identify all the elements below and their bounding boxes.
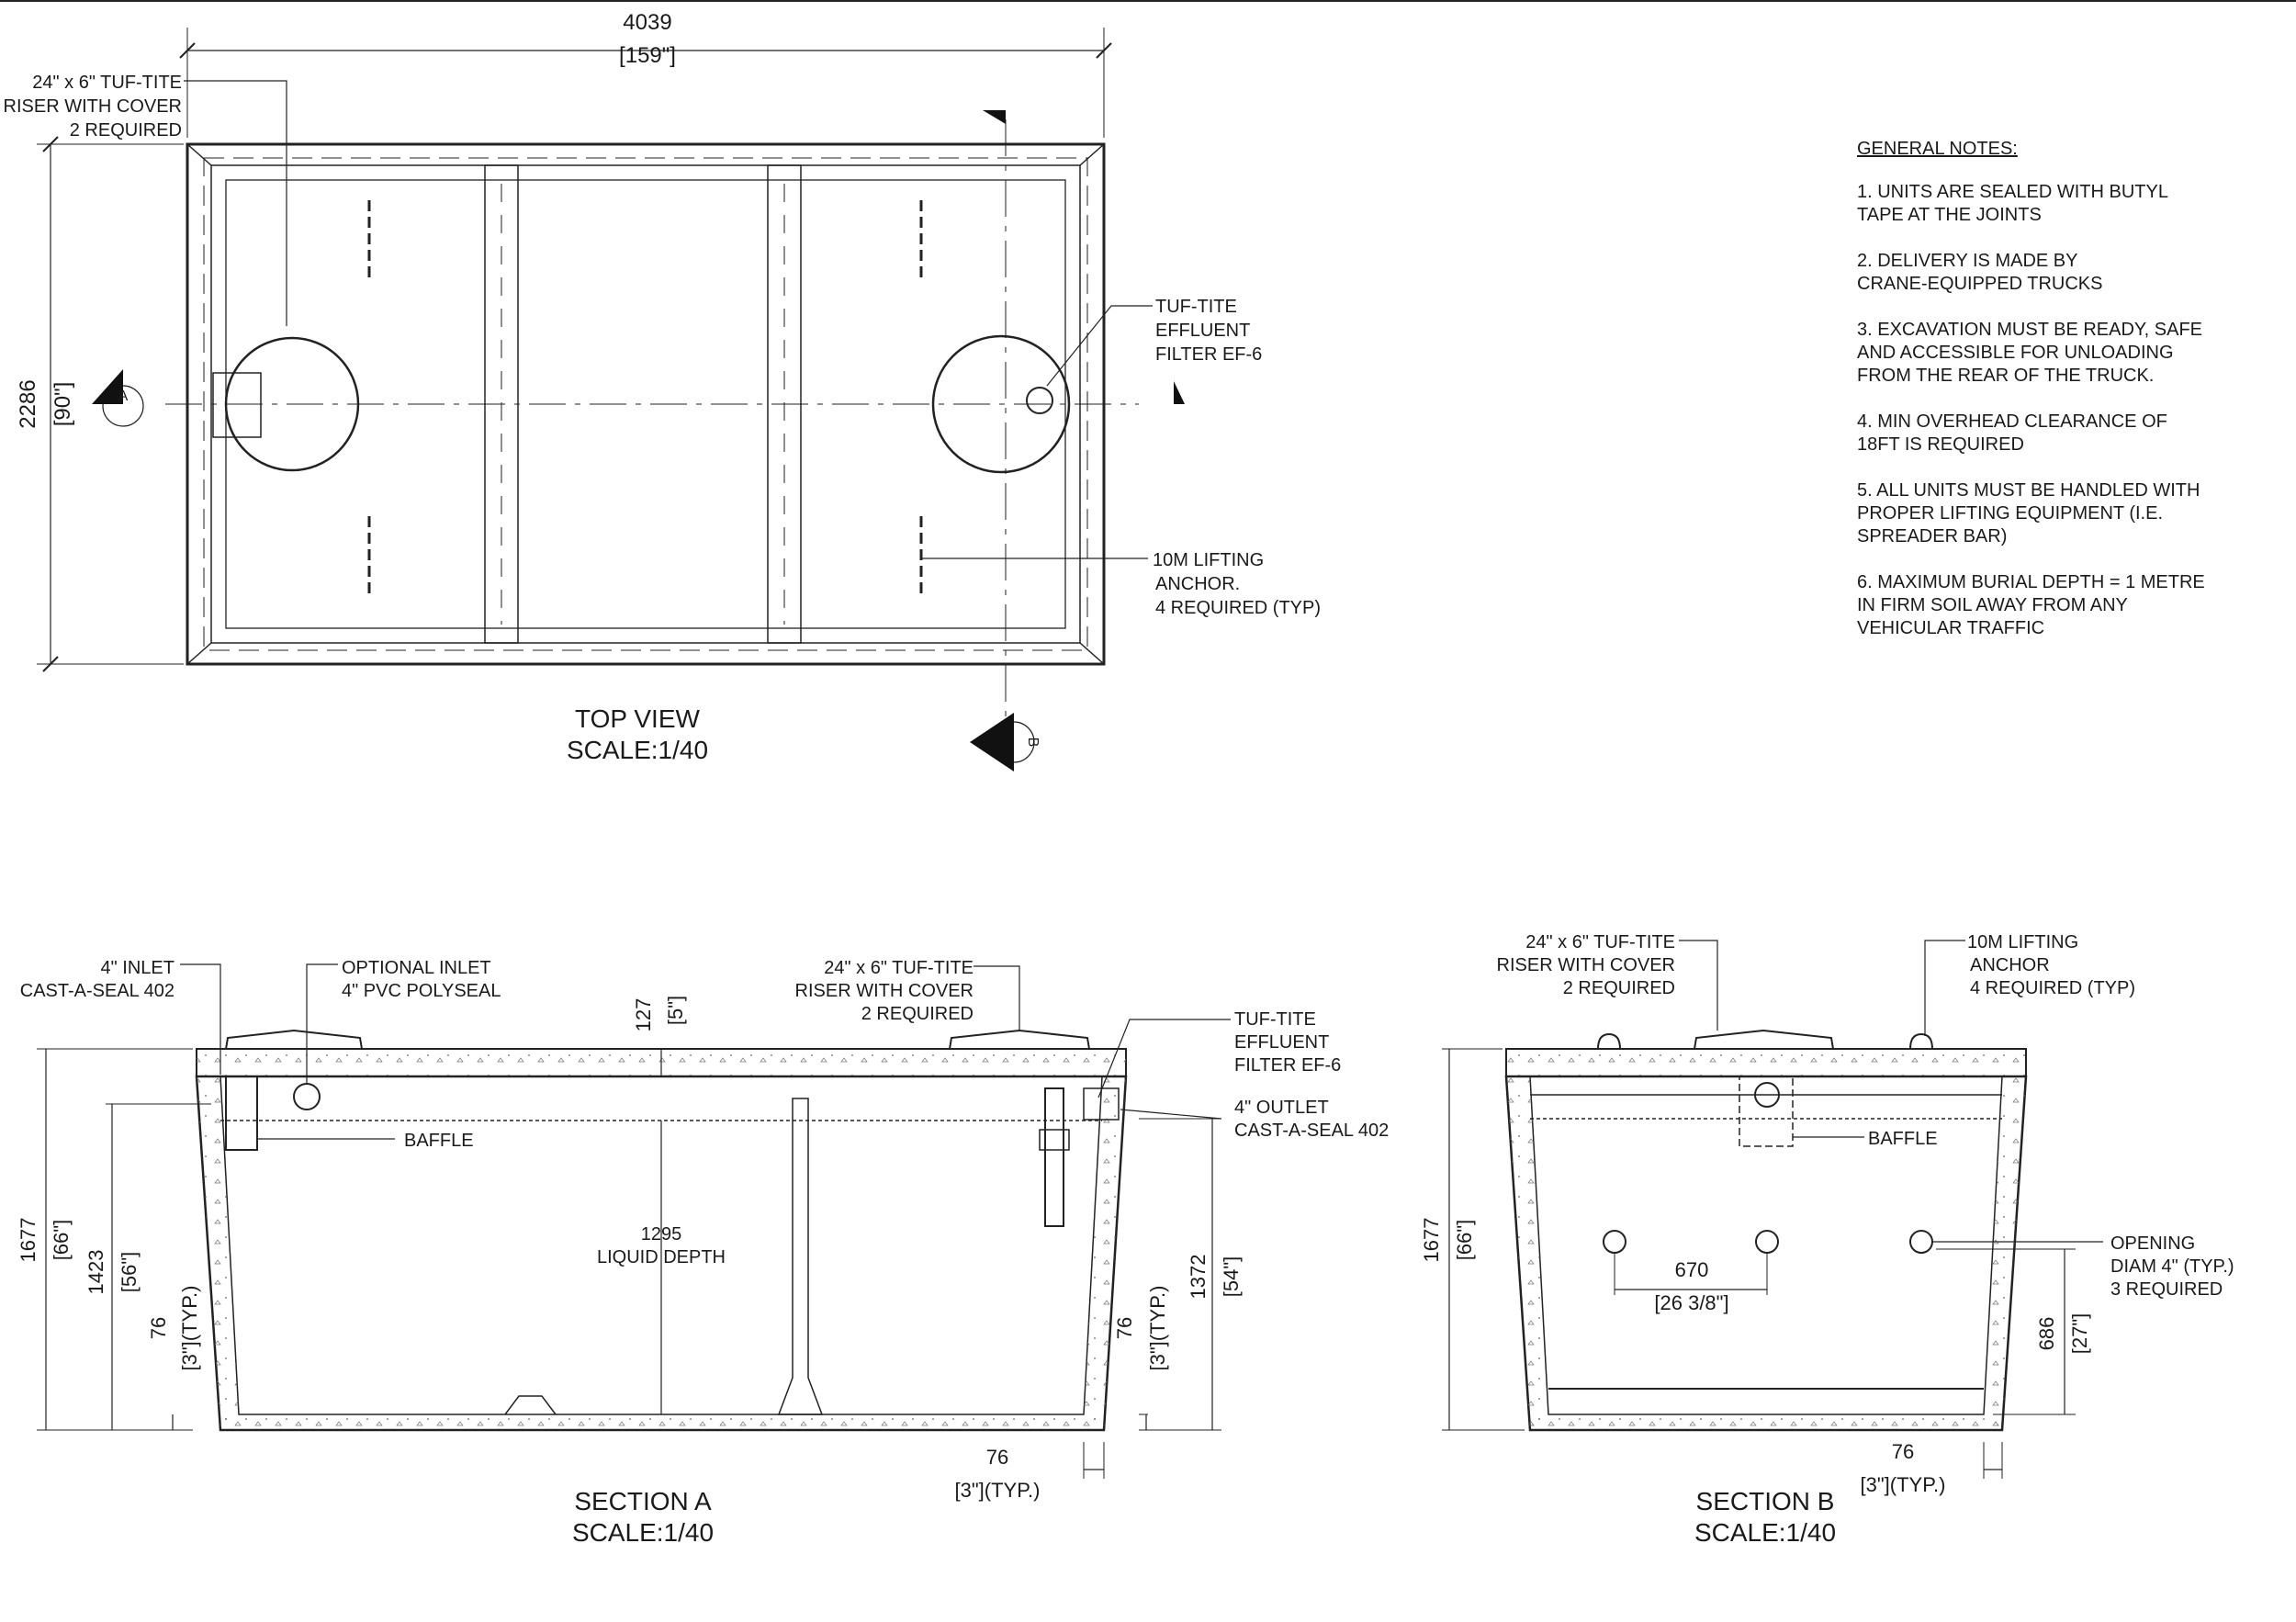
riser-inlet: [224, 336, 360, 472]
general-notes: GENERAL NOTES: 1. UNITS ARE SEALED WITH …: [1857, 138, 2243, 663]
a-dim-bottom: 76: [1113, 1317, 1136, 1339]
partition-wall-a: [777, 1098, 824, 1415]
section-b-title: SECTION B: [1696, 1487, 1835, 1515]
section-b-marker: B: [1025, 738, 1041, 748]
general-notes-title: GENERAL NOTES:: [1857, 139, 2018, 159]
b-riser-note-3: 2 REQUIRED: [1563, 978, 1675, 998]
baffle-a: [225, 1076, 258, 1151]
a-dim-cover: 127: [632, 998, 655, 1032]
b-dim-height: 1677: [1420, 1218, 1443, 1263]
a-dim-outlet-imp: [54"]: [1220, 1256, 1243, 1298]
a-liquid-depth-value: 1295: [641, 1224, 682, 1245]
a-filter-note-2: EFFLUENT: [1234, 1032, 1329, 1053]
top-riser-note-3: 2 REQUIRED: [70, 120, 182, 141]
a-dim-height-imp: [66"]: [50, 1220, 73, 1261]
a-dim-inlet-imp: [56"]: [118, 1252, 141, 1293]
b-dim-opening-imp: [27"]: [2068, 1313, 2091, 1355]
b-riser-note-2: RISER WITH COVER: [1497, 955, 1675, 975]
a-dim-wall: 76: [147, 1317, 170, 1339]
top-dim-width-imp: [90"]: [51, 382, 75, 427]
b-dim-bottom: 76: [1892, 1440, 1914, 1463]
section-a-scale: SCALE:1/40: [572, 1518, 714, 1547]
a-inlet-note-1: 4" INLET: [101, 958, 174, 978]
section-a: [37, 963, 1231, 1479]
effluent-filter: [1026, 387, 1053, 414]
opening: [1909, 1230, 1933, 1254]
general-note-4: 4. MIN OVERHEAD CLEARANCE OF 18FT IS REQ…: [1857, 411, 2167, 455]
top-riser-note-2: RISER WITH COVER: [4, 96, 182, 117]
a-baffle-label: BAFFLE: [404, 1131, 474, 1151]
effluent-filter-a: [1044, 1087, 1064, 1227]
top-riser-note-1: 24" x 6" TUF-TITE: [32, 73, 182, 93]
top-dim-length: 4039: [623, 10, 671, 35]
b-baffle-label: BAFFLE: [1868, 1129, 1938, 1149]
b-anchor-note-2: ANCHOR: [1970, 955, 2050, 975]
b-dim-bottom-imp: [3"](TYP.): [1861, 1473, 1946, 1496]
b-dim-spacing-imp: [26 3/8"]: [1654, 1291, 1728, 1314]
a-dim-side-imp: [3"](TYP.): [955, 1479, 1041, 1502]
a-riser-note-2: RISER WITH COVER: [795, 981, 974, 1001]
top-view: [37, 28, 1185, 772]
baffle-b: [1739, 1076, 1794, 1147]
a-optional-inlet-1: OPTIONAL INLET: [342, 958, 491, 978]
b-anchor-note-1: 10M LIFTING: [1967, 932, 2078, 952]
a-outlet-note-2: CAST-A-SEAL 402: [1234, 1121, 1389, 1141]
a-filter-note-3: FILTER EF-6: [1234, 1055, 1341, 1076]
b-riser-note-1: 24" x 6" TUF-TITE: [1525, 932, 1675, 952]
section-b: [1442, 940, 2103, 1479]
top-filter-note-2: EFFLUENT: [1155, 321, 1250, 341]
a-liquid-depth-label: LIQUID DEPTH: [597, 1247, 726, 1267]
section-a-title: SECTION A: [574, 1487, 712, 1515]
a-dim-bottom-imp: [3"](TYP.): [1146, 1286, 1169, 1371]
section-a-marker: A: [118, 389, 129, 404]
top-view-labels: 4039 [159"] 2286 [90"] 24" x 6" TUF-TITE…: [4, 10, 1321, 764]
top-view-scale: SCALE:1/40: [567, 736, 708, 764]
a-dim-height: 1677: [17, 1218, 39, 1263]
general-note-2: 2. DELIVERY IS MADE BY CRANE-EQUIPPED TR…: [1857, 251, 2103, 294]
b-opening-note-2: DIAM 4" (TYP.): [2110, 1256, 2234, 1277]
b-anchor-note-3: 4 REQUIRED (TYP): [1970, 978, 2135, 998]
a-dim-inlet: 1423: [84, 1250, 107, 1295]
b-dim-spacing: 670: [1675, 1258, 1709, 1281]
a-optional-inlet-2: 4" PVC POLYSEAL: [342, 981, 501, 1001]
a-riser-note-3: 2 REQUIRED: [861, 1004, 974, 1024]
a-filter-note-1: TUF-TITE: [1234, 1009, 1316, 1030]
b-dim-height-imp: [66"]: [1453, 1220, 1476, 1261]
top-anchor-note-3: 4 REQUIRED (TYP): [1155, 598, 1321, 618]
a-outlet-note-1: 4" OUTLET: [1234, 1098, 1329, 1118]
section-b-scale: SCALE:1/40: [1694, 1518, 1836, 1547]
top-filter-note-3: FILTER EF-6: [1155, 344, 1262, 365]
a-dim-outlet: 1372: [1187, 1255, 1210, 1300]
opening: [1603, 1230, 1626, 1254]
top-dim-length-imp: [159"]: [619, 43, 676, 68]
section-b-labels: 24" x 6" TUF-TITE RISER WITH COVER 2 REQ…: [1420, 932, 2234, 1547]
a-inlet-note-2: CAST-A-SEAL 402: [20, 981, 174, 1001]
a-dim-cover-imp: [5"]: [664, 996, 687, 1025]
riser-outlet: [931, 334, 1071, 474]
b-opening-note-1: OPENING: [2110, 1233, 2195, 1254]
top-filter-note-1: TUF-TITE: [1155, 297, 1237, 317]
b-dim-opening: 686: [2035, 1317, 2058, 1351]
top-anchor-note-2: ANCHOR.: [1155, 574, 1240, 594]
a-dim-side: 76: [986, 1446, 1008, 1469]
a-riser-note-1: 24" x 6" TUF-TITE: [824, 958, 974, 978]
general-note-1: 1. UNITS ARE SEALED WITH BUTYL TAPE AT T…: [1857, 182, 2168, 225]
section-a-labels: 4" INLET CAST-A-SEAL 402 OPTIONAL INLET …: [17, 958, 1389, 1547]
general-note-3: 3. EXCAVATION MUST BE READY, SAFE AND AC…: [1857, 320, 2203, 386]
top-view-title: TOP VIEW: [575, 704, 700, 733]
top-anchor-note-1: 10M LIFTING: [1153, 550, 1264, 570]
b-opening-note-3: 3 REQUIRED: [2110, 1279, 2223, 1300]
general-note-5: 5. ALL UNITS MUST BE HANDLED WITH PROPER…: [1857, 480, 2200, 546]
top-dim-width: 2286: [16, 379, 40, 428]
opening: [1755, 1230, 1779, 1254]
a-dim-wall-imp: [3"](TYP.): [178, 1286, 201, 1371]
general-note-6: 6. MAXIMUM BURIAL DEPTH = 1 METRE IN FIR…: [1857, 572, 2205, 638]
